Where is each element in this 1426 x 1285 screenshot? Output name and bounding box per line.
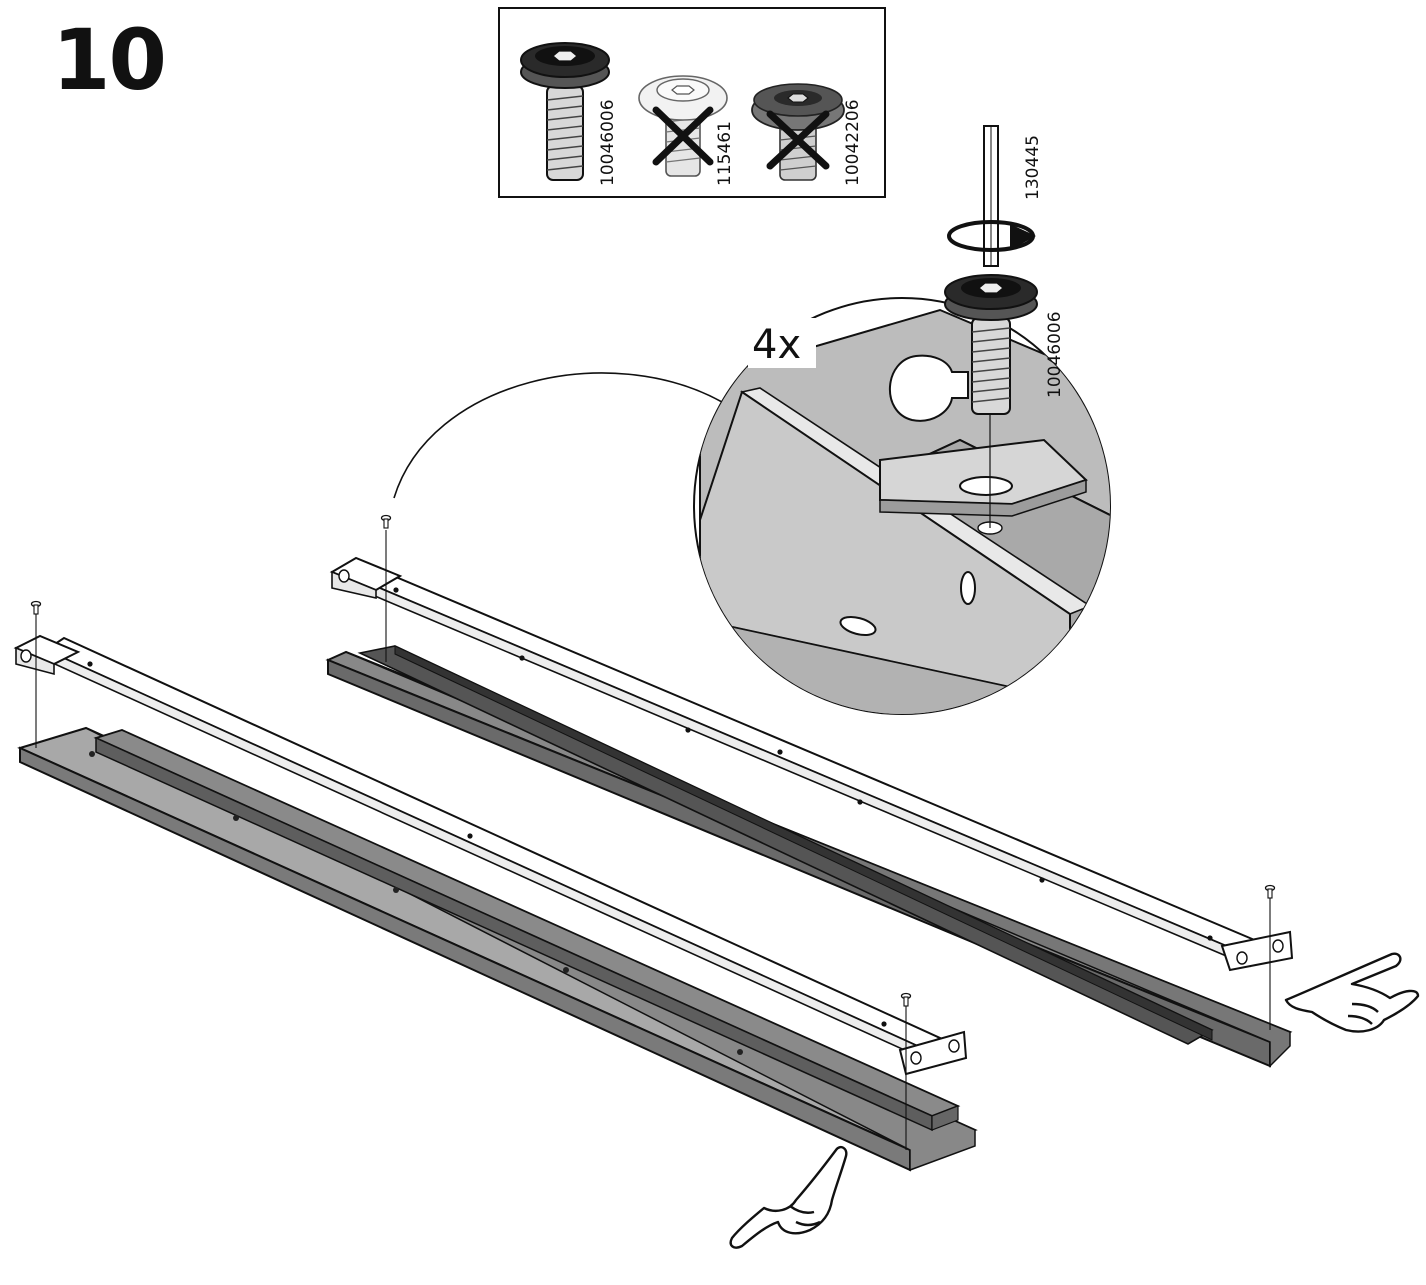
quantity-label: 4x	[752, 322, 801, 368]
legend-code-3: 10042206	[843, 99, 863, 186]
rail-base-back	[325, 645, 1293, 1068]
small-bolt-2	[30, 600, 42, 615]
bolt-correct-icon	[520, 42, 610, 181]
cross-icon	[766, 110, 830, 170]
small-bolt-4	[1264, 884, 1276, 899]
step-number: 10	[52, 11, 167, 109]
detail-magnifier	[693, 297, 1111, 715]
callout-bolt-icon	[944, 274, 1038, 415]
hex-key-icon	[983, 125, 999, 267]
cross-icon	[652, 106, 714, 166]
small-bolt-3	[900, 992, 912, 1007]
quantity-bg	[748, 318, 816, 368]
metal-bar-front	[13, 634, 968, 1076]
legend-code-1: 10046006	[598, 99, 618, 186]
pointing-hand-icon	[1284, 952, 1420, 1033]
tool-code: 130445	[1023, 135, 1043, 200]
rotate-arrow-icon	[947, 220, 1036, 252]
bolt-wrong-icon	[638, 75, 728, 177]
small-bolt-1	[380, 514, 392, 529]
metal-bar-back	[329, 556, 1294, 972]
callout-leader	[393, 372, 723, 499]
pointing-hand-icon	[729, 1145, 848, 1249]
callout-bolt-code: 10046006	[1045, 311, 1065, 398]
hardware-legend: 10046006 115461	[498, 7, 886, 198]
bolt-wrong-icon	[751, 83, 845, 181]
bolt-guides	[35, 530, 1271, 1150]
rail-base-front	[17, 726, 978, 1172]
legend-code-2: 115461	[715, 121, 735, 186]
